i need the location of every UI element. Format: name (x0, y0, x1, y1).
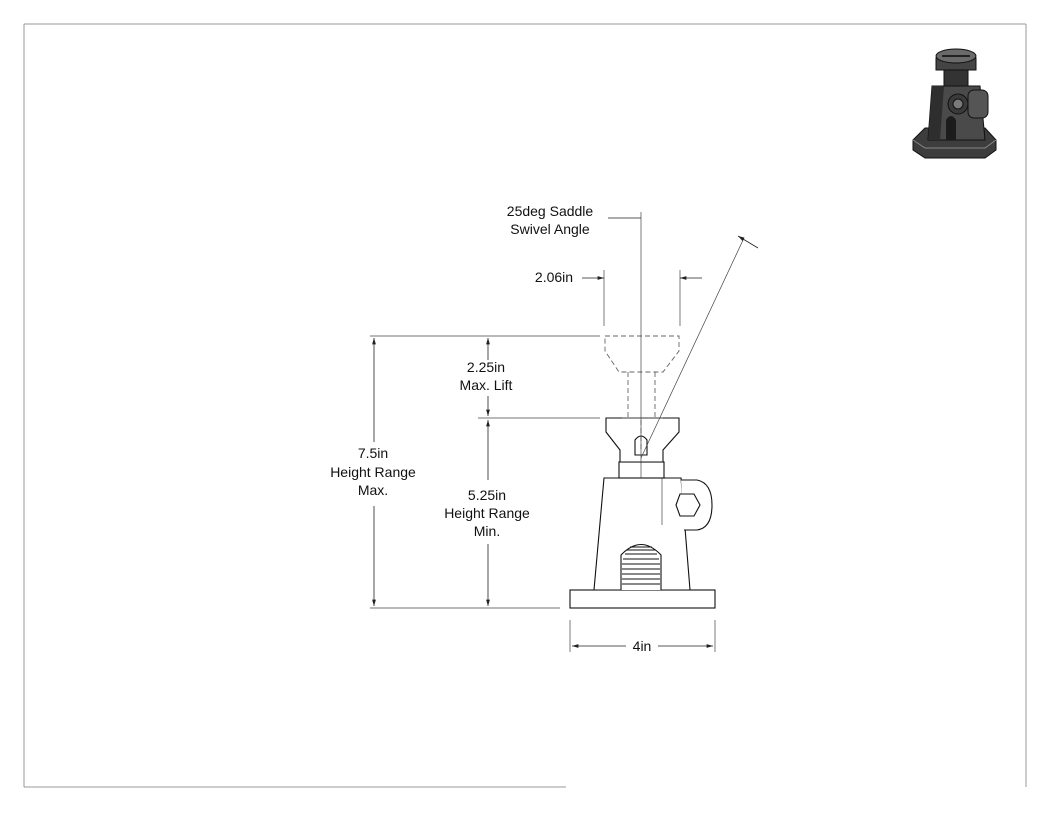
screw-jack-3d-thumbnail-icon (912, 48, 997, 159)
thread-hatch (622, 546, 660, 585)
base-flange (569, 589, 716, 609)
height-max-label-2: Height Range (330, 464, 416, 480)
base-width-label: 4in (633, 638, 652, 654)
min-height-dimension: 5.25in Height Range Min. (444, 420, 530, 606)
max-lift-label-2: Max. Lift (460, 377, 513, 393)
base-width-dimension: 4in (569, 620, 716, 654)
height-min-label-1: 5.25in (468, 487, 506, 503)
jack-front-view (569, 335, 716, 609)
saddle-width-dimension: 2.06in (535, 269, 702, 326)
height-min-label-2: Height Range (444, 505, 530, 521)
height-max-label-1: 7.5in (358, 445, 388, 461)
swivel-angle-label-2: Swivel Angle (510, 221, 590, 237)
max-height-dimension: 7.5in Height Range Max. (330, 338, 416, 606)
lock-bolt-hex (675, 493, 701, 517)
max-lift-label-1: 2.25in (467, 359, 505, 375)
swivel-angle-dimension: 25deg Saddle Swivel Angle (507, 203, 759, 462)
sheet-border (23, 23, 1027, 788)
height-min-label-3: Min. (474, 523, 500, 539)
max-lift-dimension: 2.25in Max. Lift (460, 338, 513, 416)
saddle-width-label: 2.06in (535, 269, 573, 285)
screw-shank (618, 461, 665, 479)
saddle-raised-hidden (604, 335, 680, 373)
height-max-label-3: Max. (358, 482, 388, 498)
vertical-extension-lines (370, 335, 600, 609)
thread-window (620, 543, 662, 590)
swivel-angle-label-1: 25deg Saddle (507, 203, 594, 219)
